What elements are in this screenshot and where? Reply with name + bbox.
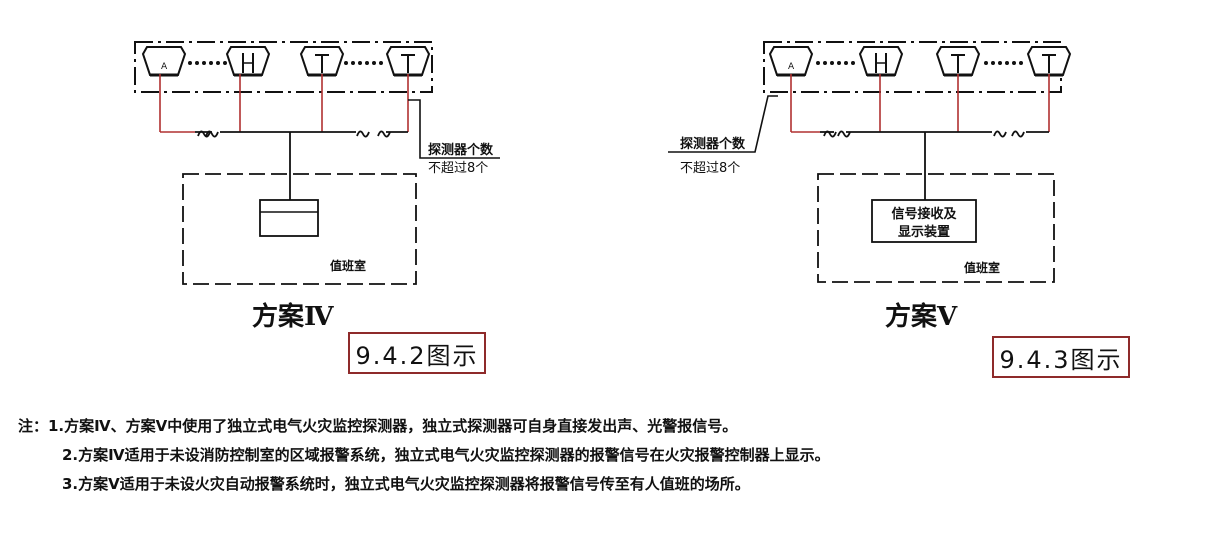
scheme-v-detector-2 xyxy=(858,45,904,77)
note-line-2: 2.方案Ⅳ适用于未设消防控制室的区域报警系统，独立式电气火灾监控探测器的报警信号… xyxy=(62,446,830,464)
scheme-v-diagram: A xyxy=(668,41,1072,283)
wiring-diagram: A xyxy=(134,41,1072,285)
scheme-iv-controller-box xyxy=(259,199,319,237)
scheme-v-receiver-label-line1: 信号接收及 xyxy=(891,206,957,222)
scheme-iv-drop-wires xyxy=(159,74,409,133)
scheme-v-detector-3 xyxy=(935,45,981,77)
scheme-v-detector-4 xyxy=(1026,45,1072,77)
svg-text:A: A xyxy=(788,62,795,72)
scheme-iv-detector-enclosure xyxy=(134,41,433,93)
scheme-iv-detector-limit-label: 不超过8个 xyxy=(428,161,488,176)
scheme-iv-detector-4 xyxy=(385,45,431,77)
scheme-v-title: 方案Ⅴ xyxy=(885,302,958,332)
scheme-iv-detector-2 xyxy=(225,45,271,77)
scheme-v-detector-1: A xyxy=(768,45,814,77)
note-line-1: 注：1.方案Ⅳ、方案Ⅴ中使用了独立式电气火灾监控探测器，独立式探测器可自身直接发… xyxy=(18,417,738,435)
note-line-3: 3.方案Ⅴ适用于未设火灾自动报警系统时，独立式电气火灾监控探测器将报警信号传至有… xyxy=(62,475,750,493)
scheme-v-dots xyxy=(816,61,1023,65)
scheme-v-detector-count-label: 探测器个数 xyxy=(680,136,746,152)
svg-text:A: A xyxy=(161,62,168,72)
scheme-v-receiver-label-line2: 显示装置 xyxy=(898,224,950,240)
scheme-iv-room-label: 值班室 xyxy=(330,258,366,273)
scheme-v-drop-wires xyxy=(790,74,1050,133)
scheme-iv-bus-line xyxy=(195,130,408,200)
scheme-iv-caption: 9.4.2图示 xyxy=(348,332,486,374)
scheme-iv-duty-room xyxy=(182,173,417,285)
scheme-v-detector-limit-label: 不超过8个 xyxy=(680,161,740,176)
scheme-v-bus-line xyxy=(820,130,1049,200)
scheme-v-note-leader xyxy=(668,95,778,153)
notes-block: 注：1.方案Ⅳ、方案Ⅴ中使用了独立式电气火灾监控探测器，独立式探测器可自身直接发… xyxy=(18,412,830,499)
scheme-iv-detector-count-label: 探测器个数 xyxy=(428,142,494,158)
scheme-iv-title: 方案Ⅳ xyxy=(252,302,334,332)
scheme-v-caption: 9.4.3图示 xyxy=(992,336,1130,378)
scheme-v-room-label: 值班室 xyxy=(964,260,1000,275)
scheme-v-receiver-box xyxy=(871,199,977,243)
scheme-iv-detector-1: A xyxy=(141,45,187,77)
scheme-iv-note-leader xyxy=(408,99,500,159)
scheme-iv-detector-3 xyxy=(299,45,345,77)
scheme-iv-diagram: A xyxy=(134,41,500,285)
scheme-v-duty-room xyxy=(817,173,1055,283)
scheme-iv-dots xyxy=(188,61,383,65)
